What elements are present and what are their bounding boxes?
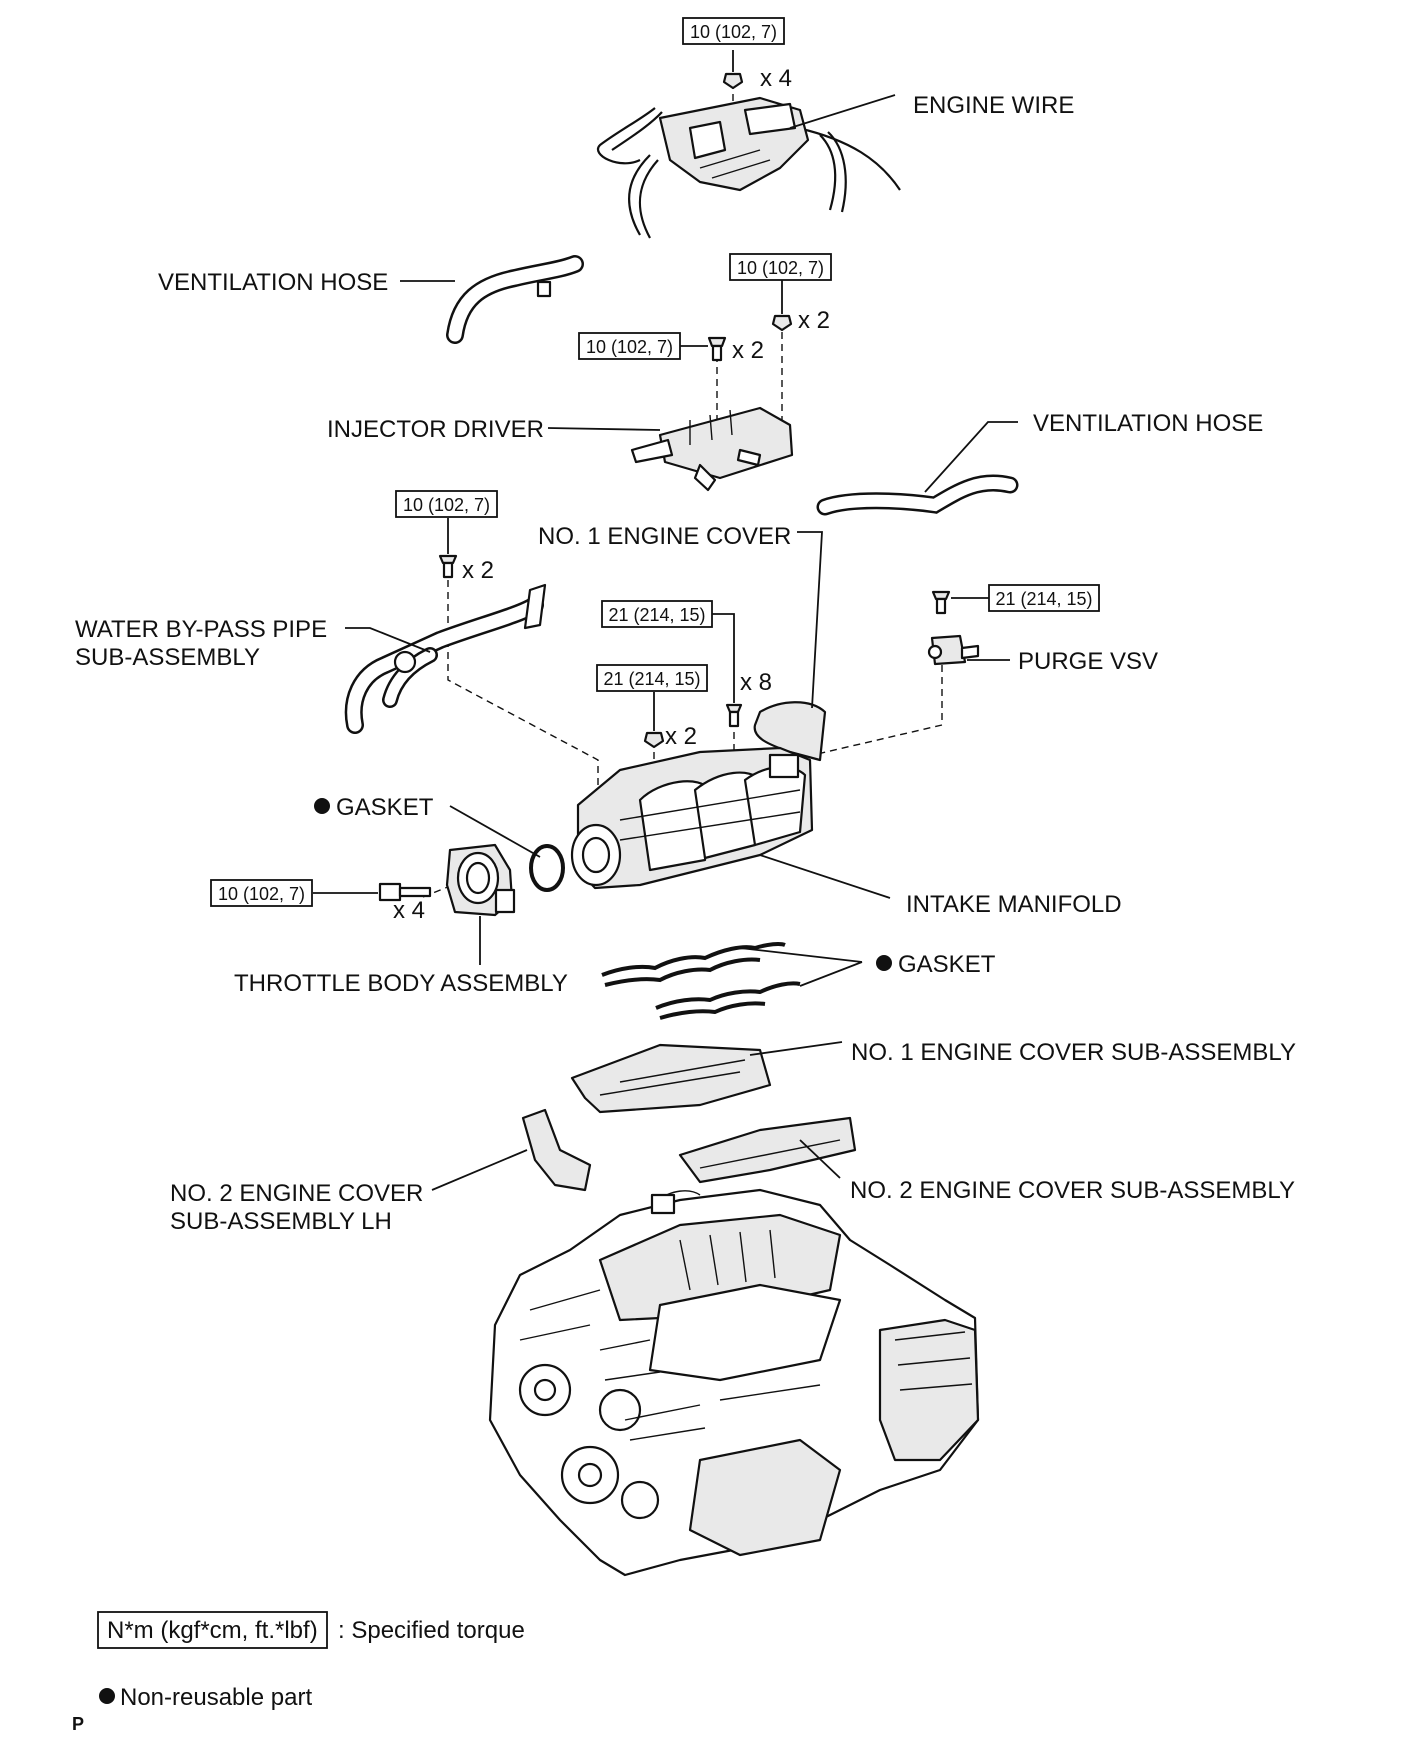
- torque-value: 21 (214, 15): [995, 589, 1092, 609]
- legend-nonreusable-text: Non-reusable part: [120, 1684, 312, 1711]
- non-reusable-marker-icon: [876, 955, 892, 971]
- qty-water-bypass: x 2: [462, 557, 494, 584]
- page-marker: P: [72, 1714, 84, 1734]
- non-reusable-marker-icon: [314, 798, 330, 814]
- label-no2-cover-lh-line2: SUB-ASSEMBLY LH: [170, 1208, 392, 1235]
- torque-value: 10 (102, 7): [403, 495, 490, 515]
- bolt-icon: [931, 590, 951, 615]
- throttle-gasket: [529, 844, 565, 892]
- torque-value: 10 (102, 7): [586, 337, 673, 357]
- manifold-gaskets: [601, 942, 801, 1020]
- qty-manifold-x8: x 8: [740, 669, 772, 696]
- leader-lines: [313, 50, 1018, 1191]
- ventilation-hose-upper: [446, 255, 584, 344]
- injector-driver: [630, 406, 794, 492]
- torque-value: 10 (102, 7): [737, 258, 824, 278]
- legend-torque-text: : Specified torque: [338, 1617, 525, 1644]
- label-water-bypass-line2: SUB-ASSEMBLY: [75, 644, 260, 671]
- label-purge-vsv: PURGE VSV: [1018, 648, 1158, 675]
- legend-torque-units: N*m (kgf*cm, ft.*lbf): [107, 1617, 318, 1644]
- label-no1-engine-cover: NO. 1 ENGINE COVER: [538, 523, 791, 550]
- quantity-labels: x 4 x 2 x 2 x 2 x 8 x 2 x 4: [393, 65, 830, 924]
- non-reusable-icon: [99, 1688, 115, 1704]
- torque-box-manifold-x2: 21 (214, 15): [596, 664, 708, 692]
- bolt-icon: [707, 336, 727, 362]
- qty-engine-wire: x 4: [760, 65, 792, 92]
- torque-value: 21 (214, 15): [603, 669, 700, 689]
- qty-throttle: x 4: [393, 897, 425, 924]
- no2-engine-cover-subassembly: [678, 1116, 857, 1184]
- legend-torque-box: [97, 1611, 328, 1649]
- torque-value: 10 (102, 7): [690, 22, 777, 42]
- nut-icon: [771, 314, 793, 332]
- label-ventilation-hose-upper: VENTILATION HOSE: [158, 269, 388, 296]
- purge-vsv: [927, 634, 980, 666]
- torque-specs: 10 (102, 7) 10 (102, 7) 10 (102, 7) 10 (…: [210, 17, 1100, 907]
- legend: N*m (kgf*cm, ft.*lbf) : Specified torque…: [97, 1611, 525, 1711]
- intake-manifold: [570, 746, 814, 890]
- label-no2-cover-subassembly: NO. 2 ENGINE COVER SUB-ASSEMBLY: [850, 1177, 1295, 1204]
- part-labels: ENGINE WIRE VENTILATION HOSE VENTILATION…: [75, 92, 1296, 1235]
- torque-box-throttle: 10 (102, 7): [210, 879, 313, 907]
- engine-wire: [596, 96, 901, 239]
- ventilation-hose-right: [816, 474, 1019, 516]
- nut-icon: [722, 72, 744, 90]
- throttle-body: [378, 843, 516, 917]
- label-intake-manifold: INTAKE MANIFOLD: [906, 891, 1122, 918]
- water-bypass-pipe: [344, 583, 547, 734]
- no2-engine-cover-lh: [521, 1108, 592, 1192]
- nut-icon: [643, 731, 665, 749]
- label-injector-driver: INJECTOR DRIVER: [327, 416, 544, 443]
- torque-value: 10 (102, 7): [218, 884, 305, 904]
- qty-injector-left: x 2: [732, 337, 764, 364]
- qty-manifold-x2: x 2: [665, 723, 697, 750]
- label-no1-cover-subassembly: NO. 1 ENGINE COVER SUB-ASSEMBLY: [851, 1039, 1296, 1066]
- qty-injector-top: x 2: [798, 307, 830, 334]
- torque-box-water-bypass: 10 (102, 7): [395, 490, 498, 518]
- bolt-icon: [725, 703, 743, 728]
- torque-box-injector-left: 10 (102, 7): [578, 332, 681, 360]
- label-throttle-body: THROTTLE BODY ASSEMBLY: [234, 970, 568, 997]
- torque-box-injector-top: 10 (102, 7): [729, 253, 832, 281]
- label-engine-wire: ENGINE WIRE: [913, 92, 1074, 119]
- label-no2-cover-lh-line1: NO. 2 ENGINE COVER: [170, 1180, 423, 1207]
- no1-engine-cover: [753, 701, 827, 762]
- torque-value: 21 (214, 15): [608, 605, 705, 625]
- label-gasket-throttle: GASKET: [336, 794, 434, 821]
- label-gasket-manifold: GASKET: [898, 951, 996, 978]
- torque-box-engine-wire: 10 (102, 7): [682, 17, 785, 45]
- no1-engine-cover-subassembly: [570, 1043, 772, 1114]
- label-water-bypass-line1: WATER BY-PASS PIPE: [75, 616, 327, 643]
- torque-box-purge-vsv: 21 (214, 15): [988, 584, 1100, 612]
- label-ventilation-hose-right: VENTILATION HOSE: [1033, 410, 1263, 437]
- fasteners: [438, 72, 951, 749]
- bolt-icon: [438, 554, 458, 579]
- engine-assembly: [488, 1188, 980, 1577]
- torque-box-manifold-x8: 21 (214, 15): [601, 600, 713, 628]
